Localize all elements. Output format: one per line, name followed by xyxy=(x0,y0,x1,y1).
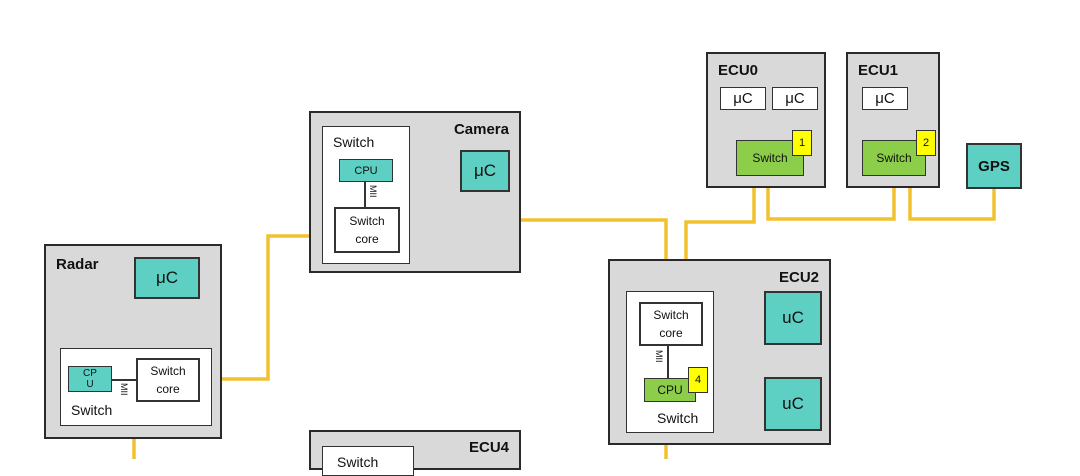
ecu2-switch-core: Switch core xyxy=(639,302,703,346)
ecu2-switch-label: Switch xyxy=(657,410,699,426)
radar-cpu-label: CP U xyxy=(83,368,97,390)
camera-title: Camera xyxy=(453,121,509,138)
ecu0-uc-2: μC xyxy=(772,87,818,110)
ecu2-box: ECU2 Switch core MII CPU 4 Switch uC uC xyxy=(608,259,831,445)
ecu2-badge: 4 xyxy=(688,367,708,393)
radar-switch-core: Switch core xyxy=(136,358,200,402)
ecu0-title: ECU0 xyxy=(718,62,759,79)
camera-box: Camera Switch CPU MII Switch core μC xyxy=(309,111,521,273)
ecu2-uc-2: uC xyxy=(764,377,822,431)
ecu0-box: ECU0 μC μC Switch 1 xyxy=(706,52,826,188)
radar-mii-label: MII xyxy=(119,383,129,396)
ecu4-title: ECU4 xyxy=(468,439,509,456)
ecu1-box: ECU1 μC Switch 2 xyxy=(846,52,940,188)
wire-radar-camera xyxy=(198,234,322,381)
camera-switch-block: Switch CPU MII Switch core xyxy=(322,126,410,264)
ecu0-uc-1: μC xyxy=(720,87,766,110)
radar-mii-line xyxy=(112,379,136,381)
radar-box: Radar μC CP U MII Switch core Switch xyxy=(44,244,222,439)
radar-title: Radar xyxy=(56,256,99,273)
ecu2-cpu: CPU xyxy=(644,378,696,402)
ecu2-mii-label: MII xyxy=(654,350,664,363)
radar-switch-label: Switch xyxy=(71,402,113,418)
ecu4-box: ECU4 Switch xyxy=(309,430,521,476)
camera-uc: μC xyxy=(460,150,510,192)
ecu2-uc-1: uC xyxy=(764,291,822,345)
network-diagram: ECU0 μC μC Switch 1 ECU1 μC Switch 2 GPS… xyxy=(44,52,1022,476)
ecu2-title: ECU2 xyxy=(778,269,819,286)
ecu2-mii-line xyxy=(667,346,669,378)
camera-cpu: CPU xyxy=(339,159,393,182)
radar-uc: μC xyxy=(134,257,200,299)
ecu1-switch: Switch xyxy=(862,140,926,176)
camera-mii-label: MII xyxy=(368,185,378,198)
ecu4-switch-block: Switch xyxy=(322,446,414,476)
ecu1-title: ECU1 xyxy=(858,62,899,79)
ecu0-switch: Switch xyxy=(736,140,804,176)
camera-switch-label: Switch xyxy=(333,134,375,150)
ecu2-switch-block: Switch core MII CPU 4 Switch xyxy=(626,291,714,433)
wire-ecu0-ecu1 xyxy=(766,175,896,221)
ecu1-badge: 2 xyxy=(916,130,936,156)
ecu4-switch-label: Switch xyxy=(337,454,379,470)
radar-switch-block: CP U MII Switch core Switch xyxy=(60,348,212,426)
wire-ecu1-gps xyxy=(908,175,996,221)
ecu1-uc: μC xyxy=(862,87,908,110)
camera-mii-line xyxy=(364,182,366,207)
ecu0-badge: 1 xyxy=(792,130,812,156)
radar-cpu: CP U xyxy=(68,366,112,392)
gps-box: GPS xyxy=(966,143,1022,189)
camera-switch-core: Switch core xyxy=(334,207,400,253)
